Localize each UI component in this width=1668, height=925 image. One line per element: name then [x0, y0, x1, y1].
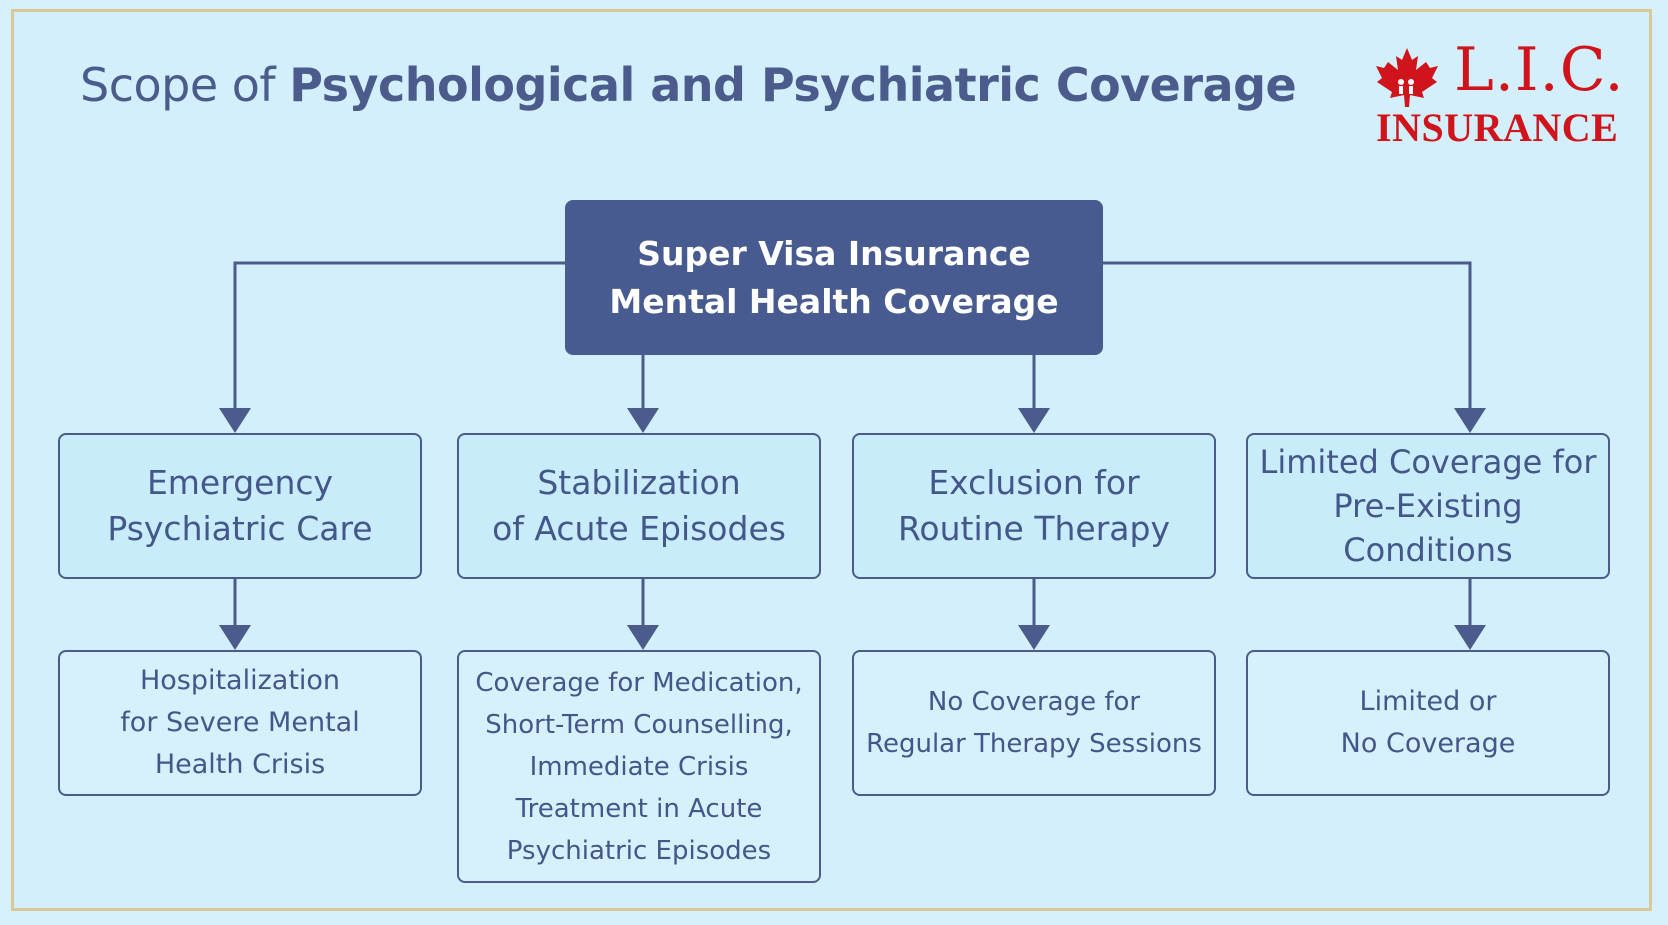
detail-line: Coverage for Medication,: [475, 667, 803, 698]
lic-insurance-logo: L.I.C. INSURANCE: [1370, 40, 1624, 150]
category-line: Psychiatric Care: [107, 509, 373, 548]
logo-lic-text: L.I.C.: [1454, 35, 1625, 105]
category-line: Conditions: [1343, 531, 1513, 569]
arrowhead: [1454, 625, 1486, 650]
detail-medication-counselling: Coverage for Medication, Short-Term Coun…: [457, 650, 821, 883]
category-line: Routine Therapy: [897, 509, 1170, 548]
title-emphasis: Psychological and Psychiatric Coverage: [289, 58, 1297, 112]
detail-line: No Coverage: [1340, 728, 1516, 759]
connector-root-to-limited: [1103, 261, 1472, 410]
arrowhead: [219, 408, 251, 433]
arrowhead: [627, 625, 659, 650]
detail-line: No Coverage for: [927, 687, 1141, 717]
arrowhead: [627, 408, 659, 433]
arrowhead: [1018, 625, 1050, 650]
category-line: Stabilization: [537, 463, 741, 502]
category-line: Emergency: [146, 463, 334, 502]
arrowhead: [219, 625, 251, 650]
title-prefix: Scope of: [80, 58, 276, 112]
category-line: Pre-Existing: [1333, 487, 1523, 525]
root-line: Mental Health Coverage: [609, 281, 1059, 321]
category-line: of Acute Episodes: [492, 509, 786, 548]
page-title: Scope of Psychological and Psychiatric C…: [80, 58, 1297, 112]
detail-line: Psychiatric Episodes: [506, 835, 772, 866]
detail-line: Hospitalization: [139, 665, 341, 696]
detail-line: Treatment in Acute: [515, 793, 763, 824]
category-exclusion-routine-therapy: Exclusion for Routine Therapy: [852, 433, 1216, 579]
category-line: Exclusion for: [928, 463, 1140, 502]
arrowhead: [1018, 408, 1050, 433]
arrowhead: [1454, 408, 1486, 433]
root-node: Super Visa Insurance Mental Health Cover…: [565, 200, 1103, 355]
category-emergency-psychiatric-care: Emergency Psychiatric Care: [58, 433, 422, 579]
category-line: Limited Coverage for: [1259, 443, 1597, 481]
detail-no-regular-therapy: No Coverage for Regular Therapy Sessions: [852, 650, 1216, 796]
detail-line: Regular Therapy Sessions: [866, 729, 1202, 759]
detail-line: Health Crisis: [154, 749, 326, 780]
maple-leaf-icon: [1376, 48, 1438, 107]
detail-line: Short-Term Counselling,: [485, 709, 793, 740]
detail-line: Immediate Crisis: [529, 751, 749, 782]
detail-line: Limited or: [1359, 686, 1497, 717]
logo-insurance-text: INSURANCE: [1376, 105, 1619, 150]
connector-root-to-emergency: [233, 261, 565, 410]
category-limited-coverage-pre-existing: Limited Coverage for Pre-Existing Condit…: [1246, 433, 1610, 579]
category-stabilization-acute-episodes: Stabilization of Acute Episodes: [457, 433, 821, 579]
detail-line: for Severe Mental: [120, 707, 360, 738]
root-line: Super Visa Insurance: [637, 233, 1031, 273]
detail-limited-or-no-coverage: Limited or No Coverage: [1246, 650, 1610, 796]
detail-hospitalization: Hospitalization for Severe Mental Health…: [58, 650, 422, 796]
